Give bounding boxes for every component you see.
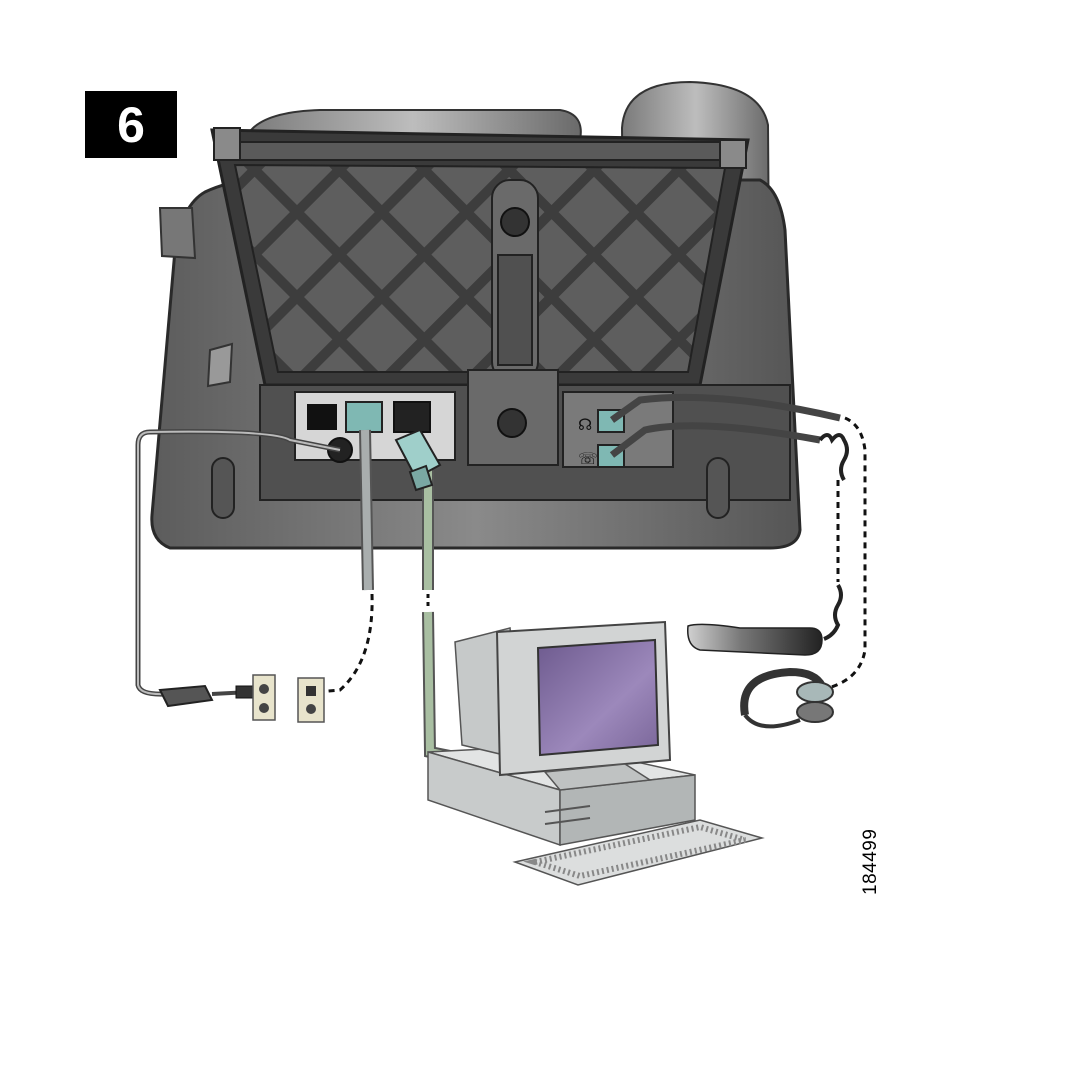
power-adapter-icon [158,684,257,708]
pc-port [393,401,431,433]
keyboard-keys [523,823,746,880]
headset-icon [740,667,834,729]
rj45-plug [394,428,442,492]
figure-id-label: 184499 [860,828,881,895]
handset-coil-lower [823,583,843,641]
phone-base: ☊ ☏ [150,80,802,550]
network-cable-dashed [317,593,374,694]
foot-stand-hinge-left [213,127,241,161]
handset-icon [687,623,823,656]
foot-stand-lattice [233,163,727,373]
headset-port-glyph: ☊ [578,415,592,434]
foot-stand-hinge-right [719,139,747,169]
keyboard [512,819,765,886]
headset-cable [609,393,841,423]
phone-side-tab [158,207,197,260]
computer-icon [427,620,765,886]
network-port [345,401,383,433]
handset-port-glyph: ☏ [578,449,598,468]
network-cable-inner [361,429,372,591]
power-cable-inner [137,430,341,696]
wall-mount-hole-bottom [497,408,527,438]
foot-stand-bar [227,141,739,161]
wall-mount-hole-top [500,207,530,237]
step-number-badge: 6 [85,91,177,158]
handset-coil [818,433,849,482]
monitor-screen [536,638,660,757]
foot-right [706,457,730,519]
phone-side-slot [206,342,234,388]
network-jack-icon [297,677,325,723]
cables [135,393,867,766]
foot-stand-slot [497,254,533,366]
foot-left [211,457,235,519]
aux-port [307,404,337,430]
headset-cable-dashed [819,416,867,692]
handset-cable [609,422,821,458]
monitor-stand [543,763,653,791]
power-outlet-icon [252,674,276,721]
